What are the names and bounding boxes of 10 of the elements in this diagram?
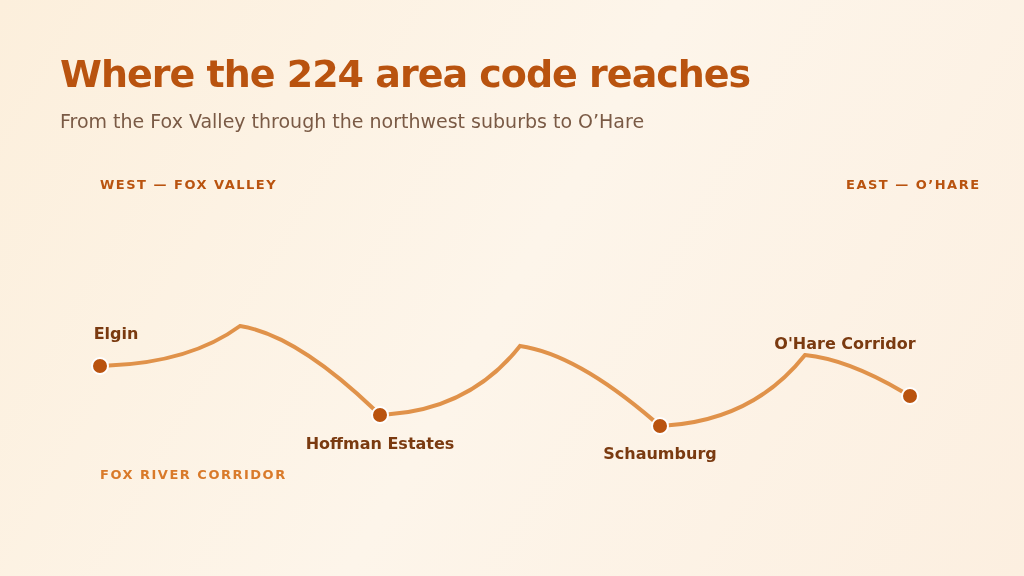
region-label: WEST — FOX VALLEY <box>100 177 278 192</box>
title: Where the 224 area code reaches <box>60 52 751 96</box>
corridor-label: FOX RIVER CORRIDOR <box>100 467 287 482</box>
place-label: O'Hare Corridor <box>774 334 916 353</box>
region-label: EAST — O’HARE <box>846 177 981 192</box>
subtitle: From the Fox Valley through the northwest suburbs to O’Hare <box>60 110 645 132</box>
place-label: Elgin <box>93 324 139 343</box>
route-line <box>107 324 376 411</box>
place-label: Schaumburg <box>603 444 717 463</box>
place-label: Hoffman Estates <box>305 434 455 453</box>
